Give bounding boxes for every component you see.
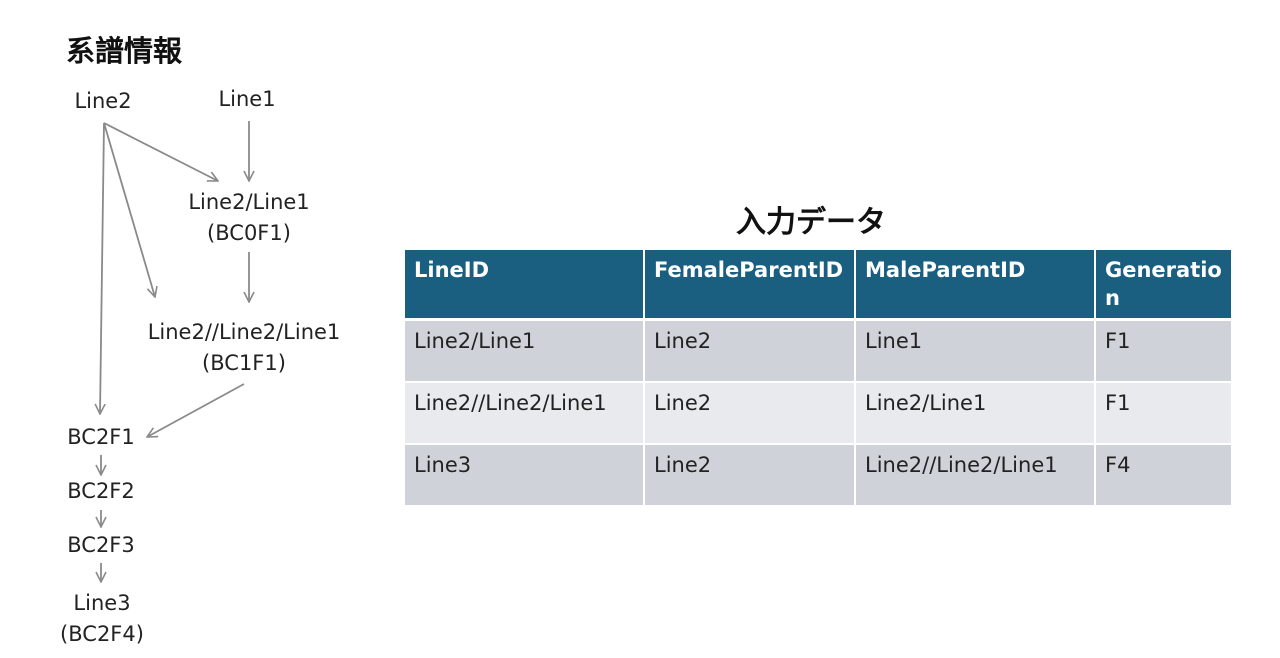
node-bc2f2: BC2F2 — [67, 476, 135, 507]
node-cross-generation: (BC0F1) — [207, 221, 291, 245]
edge-line2-to-cross — [103, 122, 218, 181]
node-bc1-name: Line2//Line2/Line1 — [147, 320, 341, 344]
node-line3-name: Line3 — [73, 591, 131, 615]
node-line3-generation: (BC2F4) — [60, 622, 144, 646]
edge-bc1-to-bc2f1 — [147, 383, 245, 437]
cell-femaleparentid: Line2 — [644, 319, 856, 383]
cell-femaleparentid: Line2 — [644, 443, 856, 507]
node-bc2f3-label: BC2F3 — [67, 533, 135, 557]
node-bc2f1: BC2F1 — [67, 422, 135, 453]
node-line2-label: Line2 — [74, 89, 132, 113]
cell-generation: F4 — [1095, 443, 1231, 507]
cell-lineid: Line2//Line2/Line1 — [405, 381, 645, 445]
edge-line2-to-bc2f1 — [100, 122, 104, 414]
pedigree-title: 系譜情報 — [66, 34, 183, 68]
column-header-lineid: LineID — [405, 250, 645, 321]
node-bc1-generation: (BC1F1) — [202, 351, 286, 375]
cell-femaleparentid: Line2 — [644, 381, 856, 445]
table-row: Line2//Line2/Line1 Line2 Line2/Line1 F1 — [405, 381, 1231, 445]
column-header-generation: Generation — [1095, 250, 1231, 321]
table-title: 入力データ — [736, 205, 886, 240]
node-line3: Line3 (BC2F4) — [60, 588, 144, 650]
node-line1-label: Line1 — [218, 87, 276, 111]
cell-lineid: Line2/Line1 — [405, 319, 645, 383]
node-cross-name: Line2/Line1 — [188, 190, 310, 214]
node-bc1: Line2//Line2/Line1 (BC1F1) — [148, 317, 341, 379]
cell-maleparentid: Line2/Line1 — [855, 381, 1096, 445]
node-cross: Line2/Line1 (BC0F1) — [188, 187, 309, 249]
table-row: Line3 Line2 Line2//Line2/Line1 F4 — [405, 443, 1231, 507]
cell-maleparentid: Line2//Line2/Line1 — [855, 443, 1096, 507]
cell-generation: F1 — [1095, 319, 1231, 383]
cell-lineid: Line3 — [405, 443, 645, 507]
node-bc2f2-label: BC2F2 — [67, 479, 135, 503]
column-header-maleparentid: MaleParentID — [855, 250, 1096, 321]
node-bc2f1-label: BC2F1 — [67, 425, 135, 449]
node-line2: Line2 — [74, 86, 131, 117]
table-header-row: LineID FemaleParentID MaleParentID Gener… — [405, 250, 1231, 321]
cell-generation: F1 — [1095, 381, 1231, 445]
node-bc2f3: BC2F3 — [67, 530, 135, 561]
input-data-table: LineID FemaleParentID MaleParentID Gener… — [405, 250, 1231, 507]
node-line1: Line1 — [218, 84, 275, 115]
table-row: Line2/Line1 Line2 Line1 F1 — [405, 319, 1231, 383]
edge-line2-to-bc1 — [103, 122, 155, 297]
cell-maleparentid: Line1 — [855, 319, 1096, 383]
column-header-femaleparentid: FemaleParentID — [644, 250, 856, 321]
